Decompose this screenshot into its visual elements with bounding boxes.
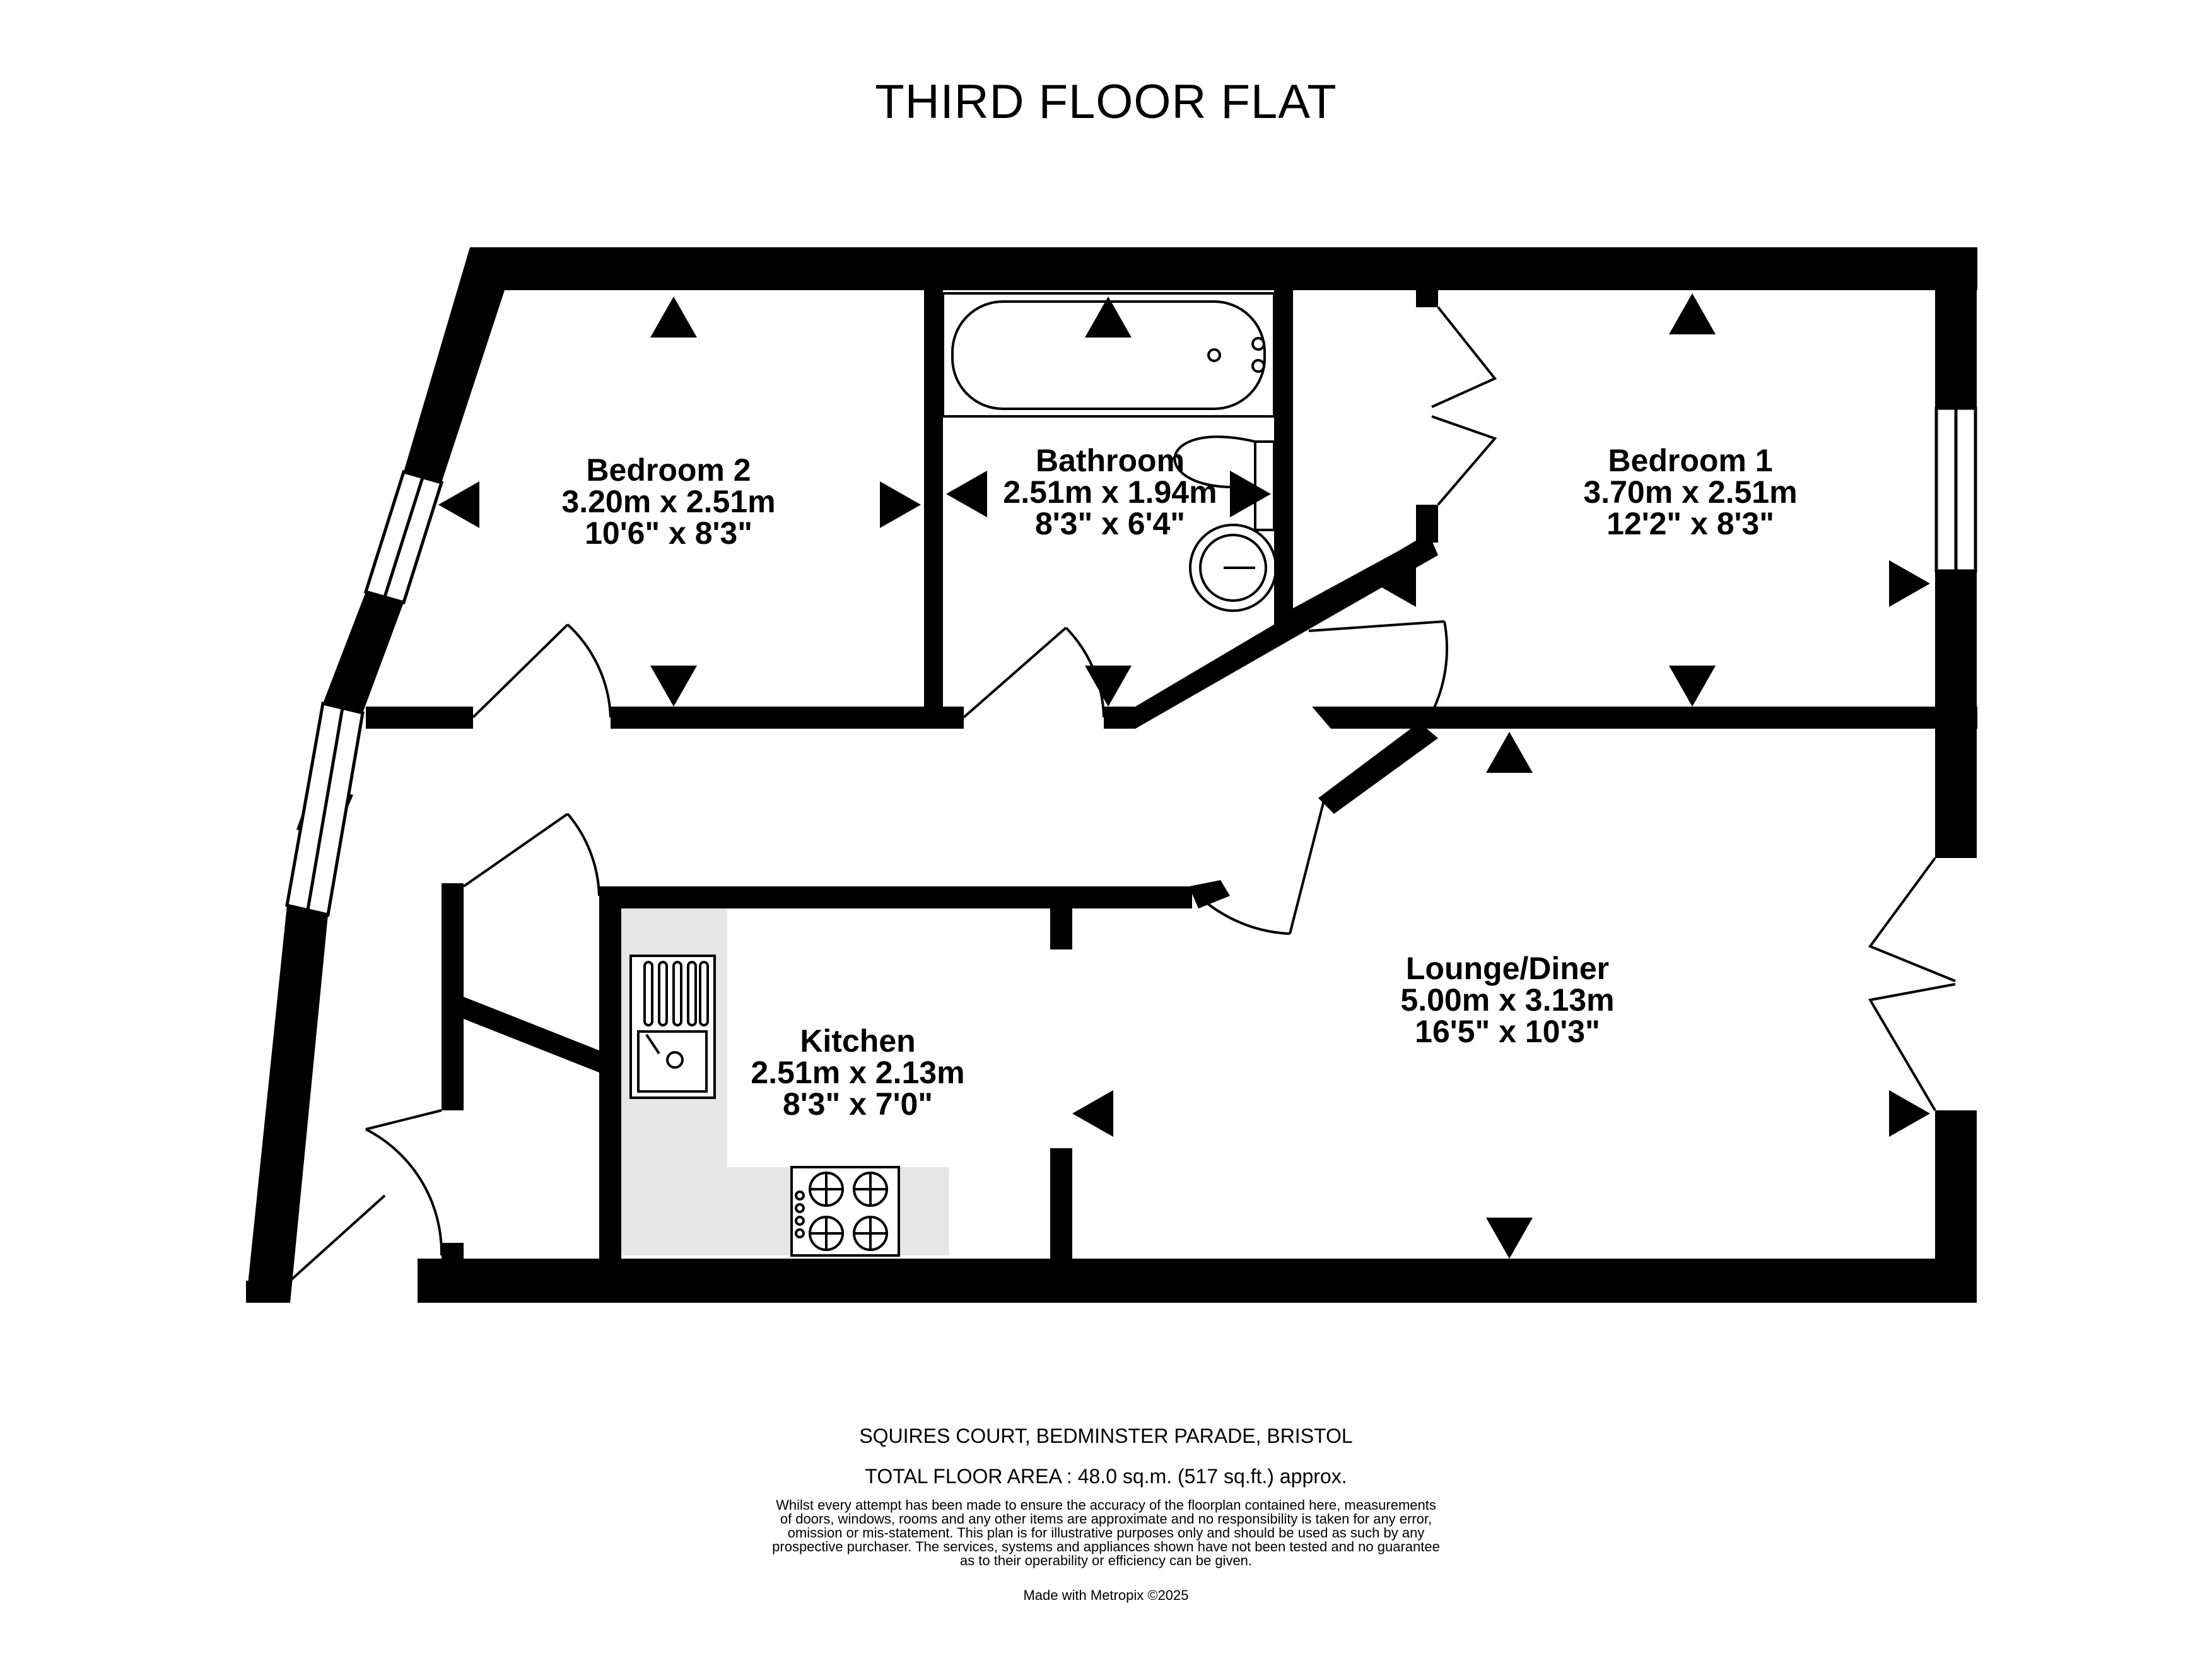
walls bbox=[246, 247, 1977, 1303]
disclaimer-line: of doors, windows, rooms and any other i… bbox=[780, 1511, 1432, 1527]
room-name: Lounge/Diner bbox=[1405, 951, 1610, 986]
room-dimensions-imperial: 12'2" x 8'3" bbox=[1606, 506, 1774, 541]
disclaimer-line: as to their operability or efficiency ca… bbox=[959, 1553, 1253, 1568]
room-name: Bathroom bbox=[1035, 443, 1185, 478]
disclaimer-line: prospective purchaser. The services, sys… bbox=[772, 1539, 1440, 1555]
room-dimensions-metric: 2.51m x 2.13m bbox=[751, 1055, 965, 1090]
room-label-bathroom: Bathroom 2.51m x 1.94m 8'3" x 6'4" bbox=[971, 445, 1249, 539]
hob bbox=[790, 1166, 900, 1257]
room-dimensions-metric: 5.00m x 3.13m bbox=[1400, 982, 1615, 1018]
total-floor-area: TOTAL FLOOR AREA : 48.0 sq.m. (517 sq.ft… bbox=[865, 1465, 1347, 1488]
plan-title: THIRD FLOOR FLAT bbox=[875, 75, 1337, 129]
room-name: Kitchen bbox=[800, 1023, 916, 1059]
door-swings bbox=[289, 306, 1956, 1282]
dimension-arrows bbox=[438, 293, 1930, 1259]
room-name: Bedroom 2 bbox=[586, 452, 751, 488]
room-dimensions-metric: 3.20m x 2.51m bbox=[561, 484, 776, 519]
room-label-lounge-diner: Lounge/Diner 5.00m x 3.13m 16'5" x 10'3" bbox=[1350, 953, 1665, 1047]
room-dimensions-imperial: 16'5" x 10'3" bbox=[1415, 1014, 1600, 1049]
room-dimensions-imperial: 10'6" x 8'3" bbox=[585, 515, 752, 551]
disclaimer: Whilst every attempt has been made to en… bbox=[0, 1498, 2212, 1568]
room-label-bedroom-2: Bedroom 2 3.20m x 2.51m 10'6" x 8'3" bbox=[517, 454, 820, 549]
property-address: SQUIRES COURT, BEDMINSTER PARADE, BRISTO… bbox=[859, 1425, 1353, 1447]
room-label-kitchen: Kitchen 2.51m x 2.13m 8'3" x 7'0" bbox=[713, 1025, 1003, 1120]
credit: Made with Metropix ©2025 bbox=[1023, 1587, 1189, 1603]
room-dimensions-metric: 3.70m x 2.51m bbox=[1583, 474, 1798, 510]
basin bbox=[1189, 524, 1277, 612]
room-dimensions-metric: 2.51m x 1.94m bbox=[1003, 474, 1217, 510]
disclaimer-line: Whilst every attempt has been made to en… bbox=[776, 1497, 1436, 1513]
room-dimensions-imperial: 8'3" x 7'0" bbox=[782, 1086, 933, 1122]
room-label-bedroom-1: Bedroom 1 3.70m x 2.51m 12'2" x 8'3" bbox=[1539, 445, 1842, 539]
room-dimensions-imperial: 8'3" x 6'4" bbox=[1034, 506, 1185, 541]
kitchen-sink bbox=[629, 955, 716, 1099]
room-name: Bedroom 1 bbox=[1608, 443, 1773, 478]
disclaimer-line: omission or mis-statement. This plan is … bbox=[787, 1525, 1425, 1541]
windows bbox=[285, 406, 1977, 917]
